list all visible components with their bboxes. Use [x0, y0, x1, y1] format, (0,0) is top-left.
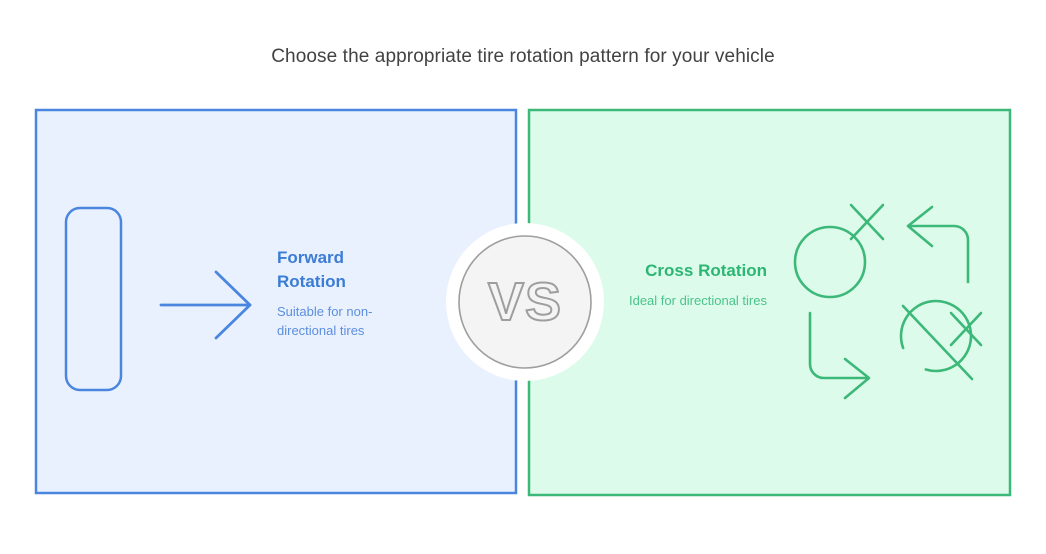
tire-outline-icon [64, 206, 123, 392]
versus-inner-circle [458, 235, 592, 369]
left-panel-title-line-2: Rotation [277, 272, 346, 291]
cross-arrow-left-icon [906, 205, 970, 284]
left-panel-shape[interactable] [34, 108, 518, 495]
left-panel-title-line-1: Forward [277, 248, 345, 267]
page-title: Choose the appropriate tire rotation pat… [271, 46, 775, 67]
forward-arrow-icon [159, 270, 252, 340]
slashed-circle-cross-icon [899, 299, 983, 381]
cross-arrow-right-icon [808, 311, 871, 400]
right-panel-text: Cross Rotation Ideal for directional tir… [600, 259, 767, 310]
versus-badge-circles [446, 223, 604, 381]
versus-label: VS [487, 272, 563, 332]
right-panel-title: Cross Rotation [645, 261, 767, 280]
circle-cross-icon [793, 203, 885, 299]
right-panel-subtitle: Ideal for directional tires [628, 293, 767, 308]
left-panel-subtitle: Suitable for non-directional tires [277, 304, 373, 338]
versus-badge: VS [445, 222, 605, 382]
